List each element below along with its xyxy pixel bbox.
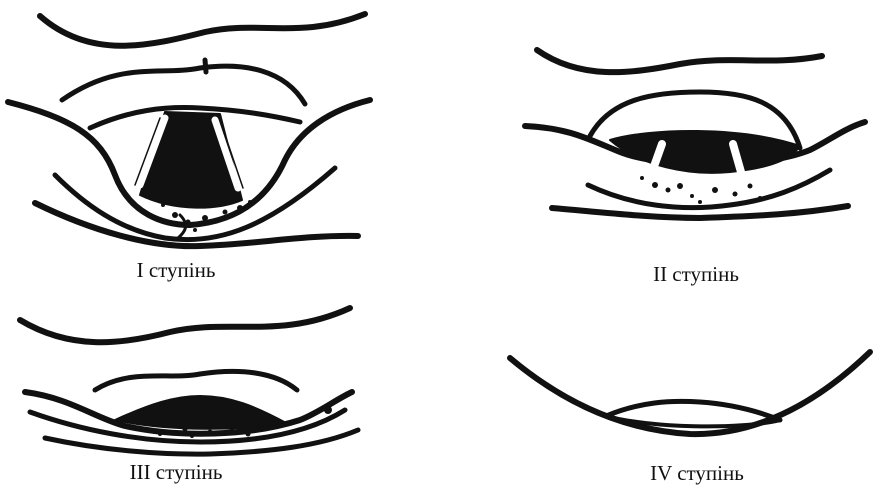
caption-degree-2: II ступінь [653, 262, 739, 286]
panel-4-drawing [510, 352, 870, 434]
panel-3-drawing [20, 308, 358, 454]
caption-degree-1: I ступінь [137, 258, 216, 282]
caption-degree-3: III ступінь [130, 460, 223, 484]
caption-degree-4: IV ступінь [650, 461, 744, 485]
panel-1-drawing [8, 14, 370, 246]
panel-2-drawing [525, 50, 865, 218]
